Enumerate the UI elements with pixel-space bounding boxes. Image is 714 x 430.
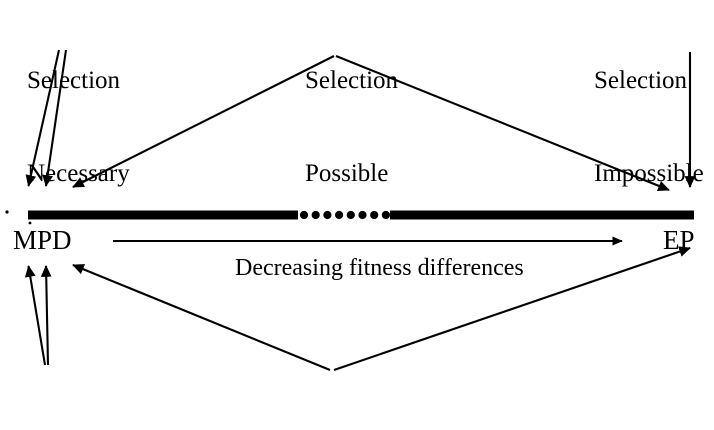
endpoint-label-mpd: MPD [13,225,72,255]
arrows-drift-impossible [24,265,52,366]
label-drift-possible: Drift Possible [306,364,389,430]
arrow-drift-possible-left [72,264,331,371]
spectrum-bar-dotted-middle [299,210,390,220]
arrows-drift-possible [72,246,691,371]
arrows-selection-possible [72,55,670,191]
arrow-drift-impossible-2 [40,265,52,366]
label-line-1: Drift [17,426,127,430]
label-line-1: Drift [306,426,389,430]
arrow-selection-possible-left [72,55,335,188]
arrow-selection-necessary-2 [42,49,68,187]
label-drift-impossible: Drift Impossible [17,364,127,430]
label-line-1: Selection [305,67,399,94]
arrow-drift-possible-right [333,246,691,371]
label-selection-possible: Selection Possible [305,3,398,251]
arrows-selection-necessary [25,49,68,187]
label-line-2: Possible [305,160,389,187]
label-line-1: Selection [594,67,688,94]
arrow-selection-necessary-1 [25,49,61,187]
label-line-1: Selection [27,67,121,94]
spectrum-bar-solid-right [390,210,694,220]
spectrum-bar-solid-left [28,210,298,220]
label-selection-necessary: Selection Necessary [27,3,130,251]
stray-ink-dot-2 [28,221,32,225]
stray-ink-dot [5,210,9,214]
spectrum-bar [28,210,694,220]
label-selection-impossible: Selection Impossible [594,3,704,251]
arrow-drift-impossible-1 [24,265,47,366]
arrow-selection-possible-right [335,55,670,191]
axis-caption: Decreasing fitness differences [235,255,524,281]
